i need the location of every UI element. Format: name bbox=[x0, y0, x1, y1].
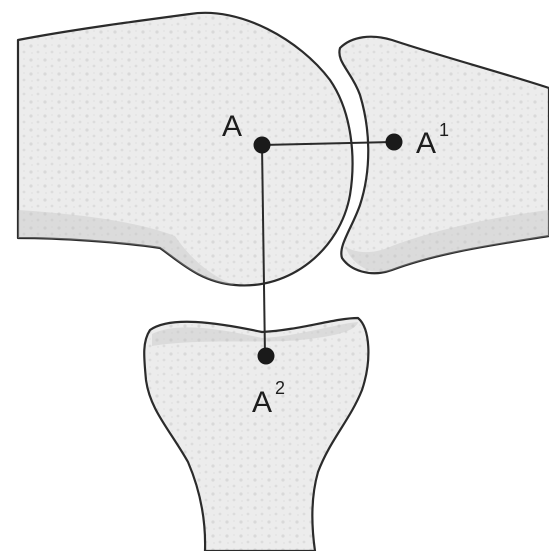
label-a: A bbox=[222, 110, 242, 143]
label-a1-superscript: 1 bbox=[439, 120, 449, 140]
point-a2 bbox=[258, 348, 275, 365]
point-a bbox=[254, 137, 271, 154]
label-a2-superscript: 2 bbox=[275, 378, 285, 398]
proximal-bone bbox=[18, 13, 353, 286]
label-a1: A bbox=[416, 127, 436, 160]
right-bone bbox=[339, 37, 549, 273]
lower-bone bbox=[144, 318, 368, 551]
label-a2: A bbox=[252, 386, 272, 419]
point-a1 bbox=[386, 134, 403, 151]
